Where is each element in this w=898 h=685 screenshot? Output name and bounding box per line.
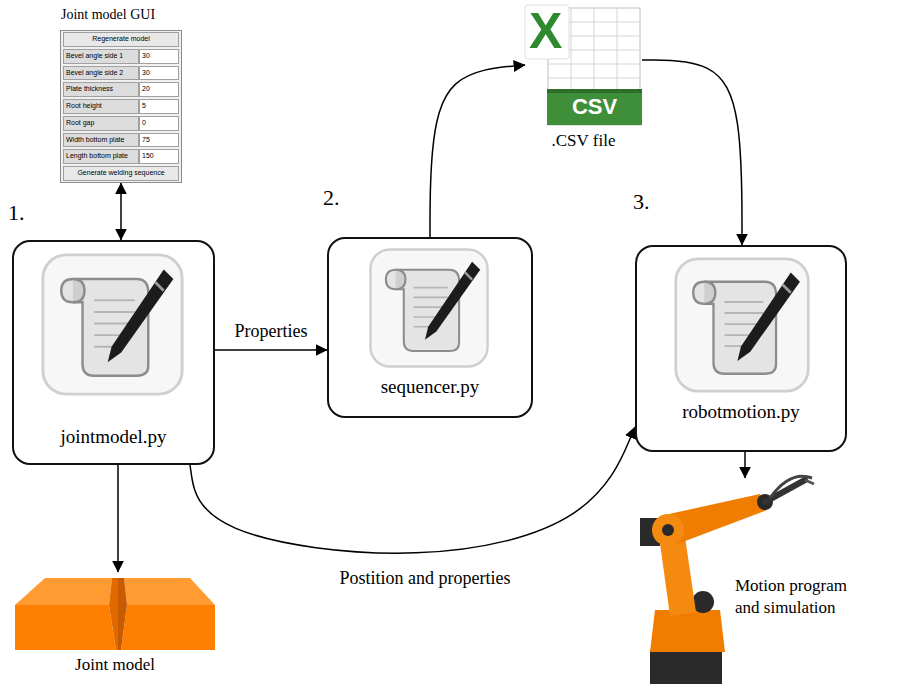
step-number: 1. <box>8 200 25 226</box>
field-label: Root height <box>63 99 139 114</box>
file-name: jointmodel.py <box>60 426 166 448</box>
connector-arrow <box>117 465 119 572</box>
gui-button: Generate welding sequence <box>63 166 179 181</box>
field-label: Length bottom plate <box>63 149 139 164</box>
connector-arrow <box>744 452 746 478</box>
bevel-face <box>109 578 118 650</box>
field-value: 0 <box>139 116 179 131</box>
file-type-badge: CSV <box>547 89 642 125</box>
field-value: 30 <box>139 49 179 64</box>
script-box: 2.sequencer.py <box>327 237 533 418</box>
plate-top <box>124 578 215 605</box>
connector-arrow <box>430 65 525 237</box>
robot-elbow <box>652 514 684 546</box>
field-value: 75 <box>139 133 179 148</box>
robot-turret <box>650 610 725 652</box>
step-number: 2. <box>323 185 340 211</box>
file-name: sequencer.py <box>381 376 480 398</box>
field-value: 30 <box>139 66 179 81</box>
script-box: 3.robotmotion.py <box>635 245 847 452</box>
script-icon <box>43 255 182 394</box>
figure-caption: Joint model <box>15 655 215 675</box>
file-caption: .CSV file <box>525 131 642 151</box>
field-label: Bevel angle side 2 <box>63 66 139 81</box>
bevel-face <box>118 578 127 650</box>
plate-front <box>121 605 215 650</box>
figure-caption: Motion program and simulation <box>735 575 860 619</box>
plate-front <box>15 605 116 650</box>
script-icon <box>676 259 808 391</box>
connector-arrow <box>190 427 635 553</box>
torch-cable <box>770 476 812 498</box>
connector-arrow <box>642 60 742 245</box>
script-icon <box>370 249 487 366</box>
plate-top <box>15 578 112 605</box>
robot-joint <box>662 524 674 536</box>
field-value: 150 <box>139 149 179 164</box>
file-name: robotmotion.py <box>682 401 800 423</box>
robot-figure: Motion program and simulation <box>640 478 865 683</box>
gui-window: Joint model GUIRegenerate modelBevel ang… <box>60 30 182 183</box>
step-number: 3. <box>633 189 650 215</box>
field-label: Bevel angle side 1 <box>63 49 139 64</box>
field-label: Plate thickness <box>63 82 139 97</box>
field-value: 20 <box>139 82 179 97</box>
joint-model-figure <box>15 578 215 650</box>
script-box: 1.jointmodel.py <box>12 240 215 465</box>
csv-file-icon: XCSV.CSV file <box>525 5 642 125</box>
gui-button: Regenerate model <box>63 32 179 47</box>
field-label: Root gap <box>63 116 139 131</box>
connector-arrow <box>215 349 327 351</box>
joint-model-figure: Joint model <box>15 572 215 680</box>
window-title: Joint model GUI <box>61 7 155 23</box>
field-label: Width bottom plate <box>63 133 139 148</box>
edge-label: Properties <box>233 321 310 342</box>
field-value: 5 <box>139 99 179 114</box>
csv-band <box>547 89 642 125</box>
torch-tip <box>805 480 814 484</box>
robot-base <box>650 650 722 684</box>
excel-logo-letter: X <box>529 1 562 61</box>
connector-arrow <box>120 183 122 240</box>
edge-label: Postition and properties <box>338 568 513 589</box>
csv-band-edge <box>547 89 642 93</box>
